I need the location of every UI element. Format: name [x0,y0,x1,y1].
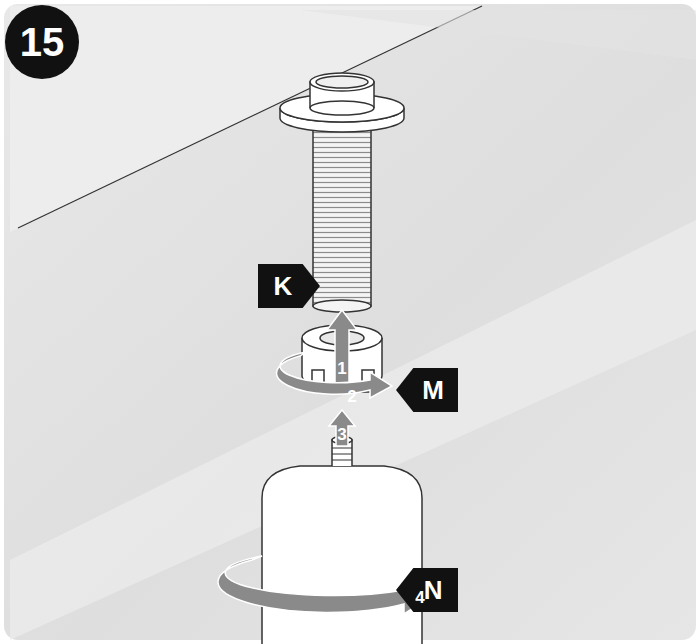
step-order-number: 3 [337,426,346,443]
step-order-number: 2 [347,388,356,405]
motion-arrows [218,310,432,614]
push-arrow [329,410,355,446]
part-callout: M [396,368,458,412]
step-badge-disc [5,5,79,79]
lift-arrow [327,310,357,392]
step-number-text: 15 [20,22,65,62]
callout-flag-shape [258,264,320,308]
counter-top [10,6,482,232]
callout-flag-shape [396,368,458,412]
step-number: 15 [4,4,80,80]
part-callout: N [396,568,458,612]
counter-band [300,10,696,60]
counter-edge [18,6,482,228]
callout-flag-shape [396,568,458,612]
callout-letter: K [273,273,304,299]
callout-letter: M [410,377,444,403]
turn-arrow [218,556,432,614]
turn-arrow [277,352,392,398]
step-order-number: 1 [337,360,346,377]
part-callout: K [258,264,320,308]
step-order-number: 4 [415,589,424,606]
